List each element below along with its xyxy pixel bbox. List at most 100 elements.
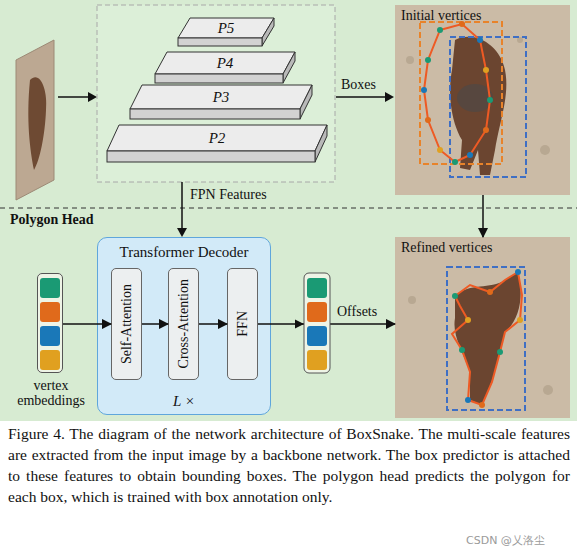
- vertex-dot: [479, 402, 485, 408]
- decoder-block: Transformer DecoderL ×Self-AttentionCros…: [97, 237, 271, 415]
- connector-arrow: [199, 323, 227, 325]
- connector-arrow: [142, 323, 168, 325]
- layer-box: FFN: [227, 268, 258, 380]
- slab-front: [155, 74, 283, 83]
- input-arrow: [58, 96, 90, 98]
- layer-box: Self-Attention: [111, 268, 142, 380]
- figure-background: [0, 0, 577, 421]
- slab-side: [300, 85, 312, 119]
- embedding-column-fill: [37, 273, 63, 373]
- edge-label: Offsets: [337, 304, 377, 320]
- embedding-square: [40, 302, 60, 322]
- output-square: [307, 302, 327, 322]
- slab-side: [315, 125, 327, 162]
- vertex-dot: [515, 269, 521, 275]
- vertex-dot: [425, 117, 431, 123]
- node-label: L ×: [98, 393, 270, 410]
- node-label: P3: [213, 89, 230, 106]
- figure-label: Polygon Head: [10, 212, 94, 228]
- output-square: [307, 278, 327, 298]
- dog: [450, 37, 506, 175]
- vertex-dot: [497, 349, 503, 355]
- initial-box: [420, 22, 502, 164]
- watermark: CSDN @乂洛尘: [466, 533, 545, 548]
- output-square: [307, 350, 327, 370]
- vertex-dot: [477, 37, 483, 43]
- slab-front: [178, 38, 262, 46]
- slab-top: [178, 18, 274, 38]
- vertex-dot: [487, 97, 493, 103]
- image-panel: Refined vertices: [395, 237, 570, 418]
- fpn-pyramid: [107, 18, 327, 162]
- fpn-level: P5: [184, 18, 268, 38]
- embedding-square: [40, 278, 60, 298]
- connector-arrow: [63, 323, 111, 325]
- slab-top: [130, 85, 312, 109]
- vertex-dot: [467, 152, 473, 158]
- embedding-square: [40, 350, 60, 370]
- layer-box: Cross-Attention: [168, 268, 199, 380]
- slab-top: [155, 52, 295, 74]
- connector-arrow: [482, 195, 484, 237]
- slab-side: [283, 52, 295, 83]
- output-square: [307, 326, 327, 346]
- figure-label: Boxes: [341, 77, 376, 93]
- vertex-dot: [459, 347, 465, 353]
- vertex-dot: [483, 127, 489, 133]
- input-dog: [28, 77, 46, 170]
- pebble: [543, 385, 553, 395]
- predicted-box: [450, 37, 526, 177]
- dog: [454, 272, 520, 405]
- embedding-square: [40, 326, 60, 346]
- refined-polygon: [452, 272, 522, 405]
- image-panel: Initial vertices: [395, 5, 570, 195]
- vertex-dots: [452, 269, 523, 408]
- arrow-head: [295, 320, 304, 329]
- pebble: [408, 296, 416, 304]
- boxes-arrow: [336, 96, 386, 98]
- figure-caption: Figure 4. The diagram of the network arc…: [8, 423, 570, 507]
- fpn-features-arrow: [181, 182, 183, 229]
- node-label: FFN: [235, 311, 251, 337]
- vertex-dot: [517, 317, 523, 323]
- input-image: [16, 40, 54, 200]
- node-label: Initial vertices: [401, 8, 481, 24]
- slab-top: [107, 125, 327, 151]
- vertex-dot: [452, 159, 458, 165]
- arrow-head: [385, 92, 394, 102]
- fpn-level: P3: [136, 85, 306, 109]
- section-divider: [0, 208, 577, 209]
- fpn-level: P4: [161, 52, 289, 74]
- output-column: [304, 273, 330, 373]
- vertex-dot: [437, 27, 443, 33]
- slab-front: [130, 109, 300, 119]
- dog-photo: [395, 5, 570, 195]
- dog-photo: [395, 237, 570, 418]
- predicted-box: [447, 267, 525, 410]
- vertex-dot: [421, 87, 427, 93]
- fpn-frame: [97, 5, 335, 182]
- node-label: vertex embeddings: [12, 378, 90, 408]
- pebble: [406, 56, 414, 64]
- vertex-dot: [425, 57, 431, 63]
- fpn-level: P2: [113, 125, 321, 151]
- node-label: Self-Attention: [119, 284, 135, 364]
- arrow-head: [177, 228, 187, 237]
- vertex-dot: [487, 289, 493, 295]
- initial-polygon: [424, 24, 490, 162]
- node-label: P4: [217, 55, 234, 72]
- arrow-head: [88, 92, 97, 102]
- embedding-column: vertex embeddings: [37, 273, 63, 373]
- node-label: Refined vertices: [401, 240, 492, 256]
- pebble: [540, 145, 550, 155]
- node-label: Cross-Attention: [176, 279, 192, 368]
- vertex-dots: [421, 21, 493, 165]
- figure-label: FPN Features: [190, 187, 267, 203]
- vertex-dot: [437, 147, 443, 153]
- node-label: P5: [218, 20, 235, 37]
- node-label: P2: [209, 130, 226, 147]
- connector-arrow: [258, 323, 395, 325]
- vertex-dot: [452, 293, 458, 299]
- vertex-dot: [465, 317, 471, 323]
